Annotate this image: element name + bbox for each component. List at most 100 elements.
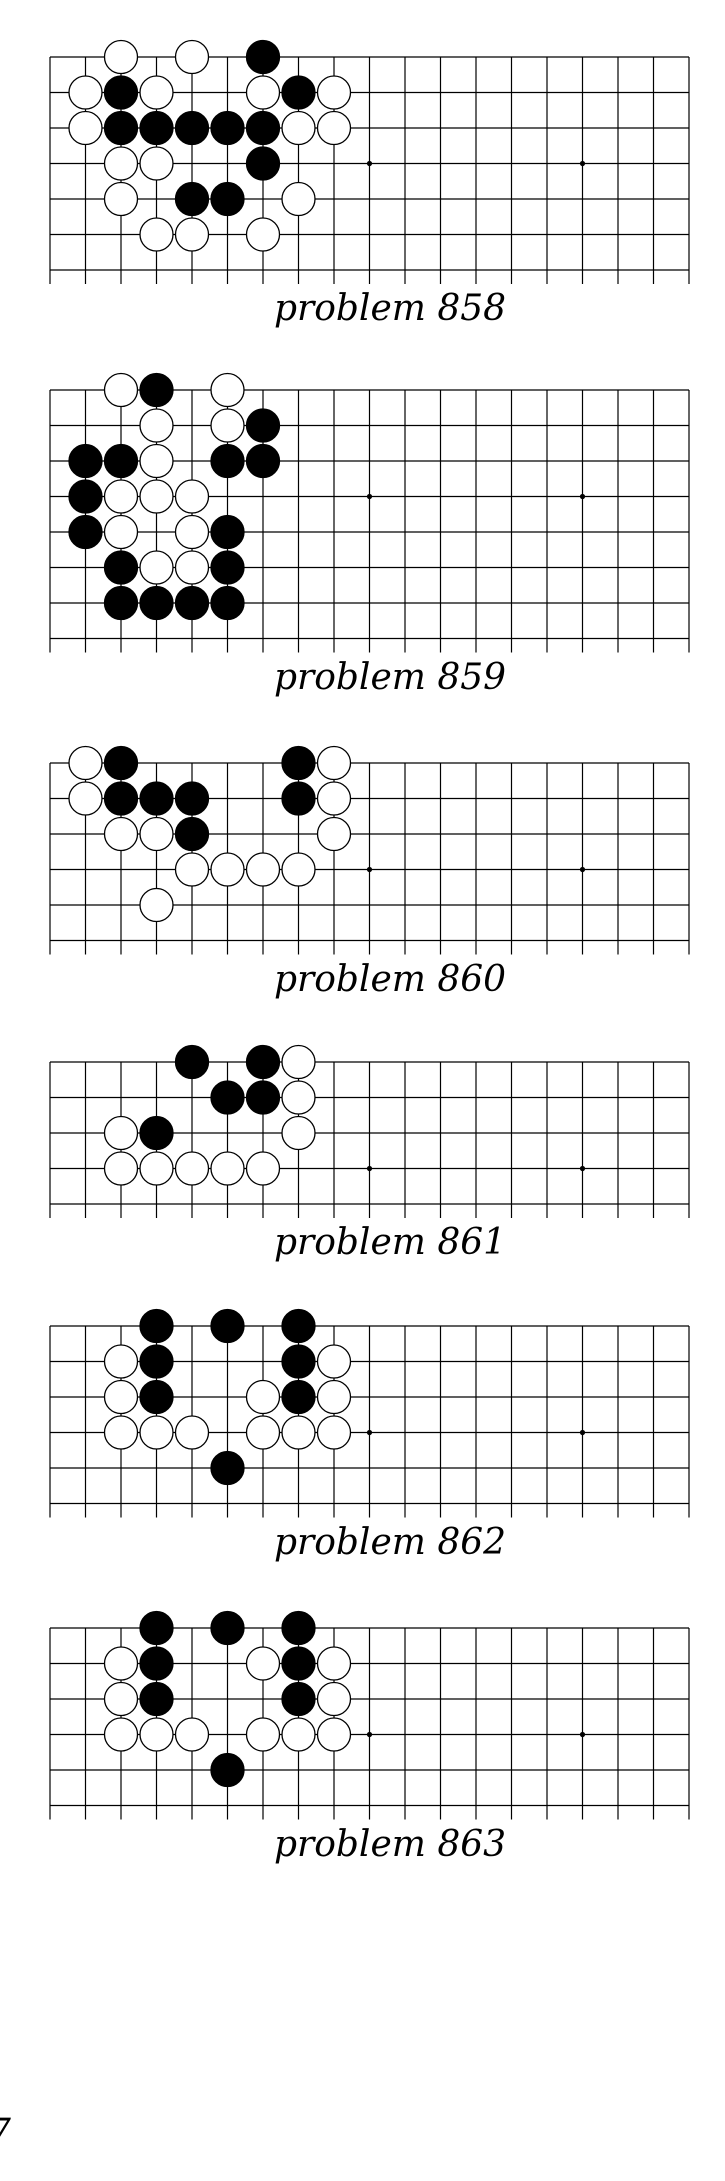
white-stone — [174, 514, 210, 550]
white-stone — [139, 1151, 174, 1186]
black-stone — [139, 781, 174, 816]
black-stone — [103, 550, 139, 585]
black-stone — [281, 781, 316, 816]
black-stone — [281, 1610, 316, 1646]
black-stone — [210, 1450, 245, 1486]
black-stone — [210, 514, 245, 550]
white-stone — [210, 408, 245, 443]
black-stone — [103, 110, 139, 146]
black-stone — [210, 110, 245, 146]
black-stone — [139, 1344, 174, 1379]
black-stone — [245, 146, 281, 181]
black-stone — [210, 550, 245, 585]
white-stone — [139, 816, 174, 852]
black-stone — [210, 1752, 245, 1788]
black-stone — [210, 585, 245, 621]
white-stone — [316, 816, 352, 852]
white-stone — [139, 1415, 174, 1450]
white-stone — [103, 1717, 139, 1752]
white-stone — [103, 1344, 139, 1379]
black-stone — [210, 1308, 245, 1344]
white-stone — [316, 1344, 352, 1379]
white-stone — [245, 217, 281, 252]
black-stone — [174, 110, 210, 146]
black-stone — [281, 745, 316, 781]
white-stone — [103, 146, 139, 181]
black-stone — [103, 75, 139, 110]
black-stone — [281, 1308, 316, 1344]
white-stone — [245, 1646, 281, 1681]
white-stone — [103, 181, 139, 217]
white-stone — [68, 75, 103, 110]
black-stone — [245, 39, 281, 75]
black-stone — [139, 1646, 174, 1681]
black-stone — [174, 1044, 210, 1080]
white-stone — [174, 852, 210, 887]
white-stone — [68, 745, 103, 781]
white-stone — [103, 372, 139, 408]
go-board — [49, 1044, 690, 1218]
white-stone — [316, 745, 352, 781]
white-stone — [281, 852, 316, 887]
white-stone — [68, 781, 103, 816]
black-stone — [139, 1681, 174, 1717]
white-stone — [103, 1151, 139, 1186]
black-stone — [139, 1610, 174, 1646]
star-point — [366, 1731, 373, 1738]
black-stone — [245, 408, 281, 443]
white-stone — [281, 1044, 316, 1080]
star-point — [579, 1731, 586, 1738]
white-stone — [68, 110, 103, 146]
black-stone — [281, 1379, 316, 1415]
problem-caption: problem 862 — [273, 1521, 507, 1563]
star-point — [366, 1165, 373, 1172]
black-stone — [245, 1044, 281, 1080]
white-stone — [139, 75, 174, 110]
black-stone — [245, 443, 281, 479]
black-stone — [174, 816, 210, 852]
white-stone — [281, 1115, 316, 1151]
white-stone — [316, 75, 352, 110]
problem-caption: problem 863 — [273, 1823, 507, 1865]
white-stone — [174, 1151, 210, 1186]
black-stone — [68, 443, 103, 479]
white-stone — [139, 479, 174, 514]
star-point — [579, 1429, 586, 1436]
white-stone — [281, 181, 316, 217]
black-stone — [68, 514, 103, 550]
go-board — [49, 39, 690, 284]
black-stone — [210, 181, 245, 217]
white-stone — [174, 1717, 210, 1752]
white-stone — [210, 1151, 245, 1186]
white-stone — [139, 146, 174, 181]
white-stone — [316, 1415, 352, 1450]
white-stone — [281, 1080, 316, 1115]
black-stone — [139, 372, 174, 408]
white-stone — [139, 217, 174, 252]
go-board — [49, 372, 690, 653]
black-stone — [174, 585, 210, 621]
white-stone — [316, 1681, 352, 1717]
black-stone — [139, 1115, 174, 1151]
star-point — [579, 160, 586, 167]
black-stone — [139, 585, 174, 621]
go-board — [49, 1308, 690, 1518]
white-stone — [245, 1415, 281, 1450]
black-stone — [210, 1080, 245, 1115]
black-stone — [281, 1646, 316, 1681]
black-stone — [210, 1610, 245, 1646]
star-point — [366, 493, 373, 500]
white-stone — [103, 514, 139, 550]
black-stone — [103, 585, 139, 621]
black-stone — [139, 1379, 174, 1415]
white-stone — [245, 852, 281, 887]
black-stone — [245, 110, 281, 146]
white-stone — [139, 550, 174, 585]
black-stone — [103, 745, 139, 781]
page-number: 7 — [0, 2112, 11, 2153]
white-stone — [139, 1717, 174, 1752]
white-stone — [103, 1115, 139, 1151]
problem-caption: problem 861 — [273, 1222, 507, 1263]
white-stone — [281, 1717, 316, 1752]
white-stone — [210, 372, 245, 408]
